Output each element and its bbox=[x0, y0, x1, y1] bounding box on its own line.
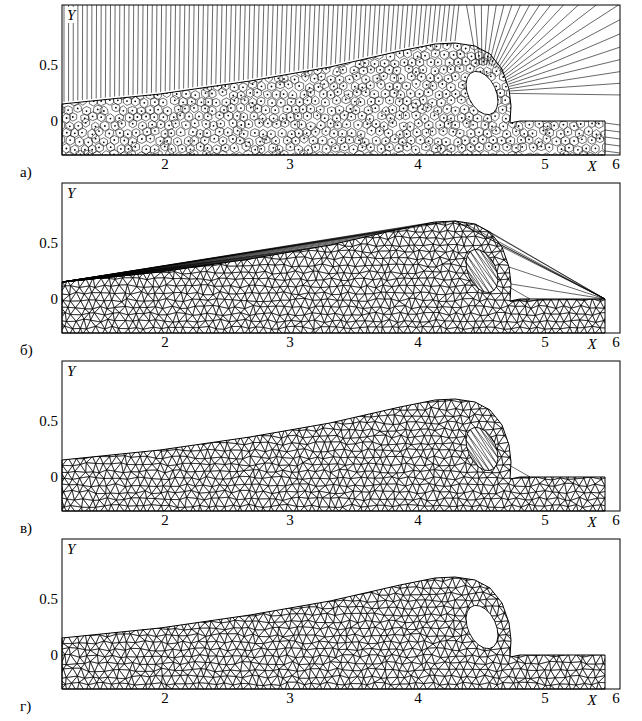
cell-centres bbox=[53, 36, 612, 159]
cavity-outline bbox=[466, 249, 498, 292]
tick-label: 3 bbox=[286, 156, 294, 173]
tick-label: 5 bbox=[541, 156, 549, 173]
tick-label: 2 bbox=[161, 690, 169, 707]
tick-label: 2 bbox=[161, 156, 169, 173]
tick-label: 0 bbox=[51, 469, 59, 486]
tick-label: 4 bbox=[414, 156, 422, 173]
tick-label: 0 bbox=[51, 291, 59, 308]
tick-label: 0.5 bbox=[39, 413, 58, 430]
panel-frame bbox=[62, 361, 620, 511]
cavity-outline bbox=[466, 71, 498, 114]
hull-triangles bbox=[466, 427, 530, 479]
hull-triangles bbox=[62, 221, 605, 301]
tick-label: 5 bbox=[541, 334, 549, 351]
tick-label: 3 bbox=[286, 512, 294, 529]
tick-label: 6 bbox=[612, 690, 620, 707]
tick-label: 0 bbox=[51, 113, 59, 130]
tick-label: 4 bbox=[414, 334, 422, 351]
free-surface bbox=[62, 577, 605, 689]
axis-label: Y bbox=[66, 363, 76, 380]
panel-letter: в) bbox=[20, 520, 32, 537]
tick-label: 3 bbox=[286, 334, 294, 351]
voronoi-cells bbox=[50, 32, 616, 163]
panel-frame bbox=[62, 539, 620, 689]
panel-letter: б) bbox=[20, 342, 33, 359]
panel-frame bbox=[62, 5, 620, 155]
triangle-mesh bbox=[54, 571, 613, 692]
cavity-outline bbox=[466, 427, 498, 470]
axis-label: X bbox=[587, 514, 596, 531]
free-surface bbox=[62, 43, 605, 155]
tick-label: 5 bbox=[541, 690, 549, 707]
free-surface bbox=[62, 221, 605, 333]
tick-label: 5 bbox=[541, 512, 549, 529]
tick-label: 0.5 bbox=[39, 57, 58, 74]
tick-label: 2 bbox=[161, 512, 169, 529]
tick-label: 0.5 bbox=[39, 591, 58, 608]
tick-label: 6 bbox=[612, 334, 620, 351]
axis-label: X bbox=[587, 692, 596, 709]
tick-label: 3 bbox=[286, 690, 294, 707]
panel-frame bbox=[62, 183, 620, 333]
panel-letter: а) bbox=[20, 164, 32, 181]
axis-label: X bbox=[587, 336, 596, 353]
tick-label: 0 bbox=[51, 647, 59, 664]
axis-label: X bbox=[587, 158, 596, 175]
tick-label: 6 bbox=[612, 512, 620, 529]
tick-label: 4 bbox=[414, 690, 422, 707]
tick-label: 2 bbox=[161, 334, 169, 351]
triangle-mesh bbox=[54, 215, 613, 336]
tick-label: 0.5 bbox=[39, 235, 58, 252]
panel-letter: г) bbox=[20, 698, 31, 715]
axis-label: Y bbox=[66, 7, 76, 24]
free-surface bbox=[62, 399, 605, 511]
axis-label: Y bbox=[66, 541, 76, 558]
axis-label: Y bbox=[66, 185, 76, 202]
tick-label: 6 bbox=[612, 156, 620, 173]
cavity-outline bbox=[466, 605, 498, 648]
triangle-mesh bbox=[54, 393, 613, 514]
outer-cells bbox=[64, 5, 620, 153]
tick-label: 4 bbox=[414, 512, 422, 529]
